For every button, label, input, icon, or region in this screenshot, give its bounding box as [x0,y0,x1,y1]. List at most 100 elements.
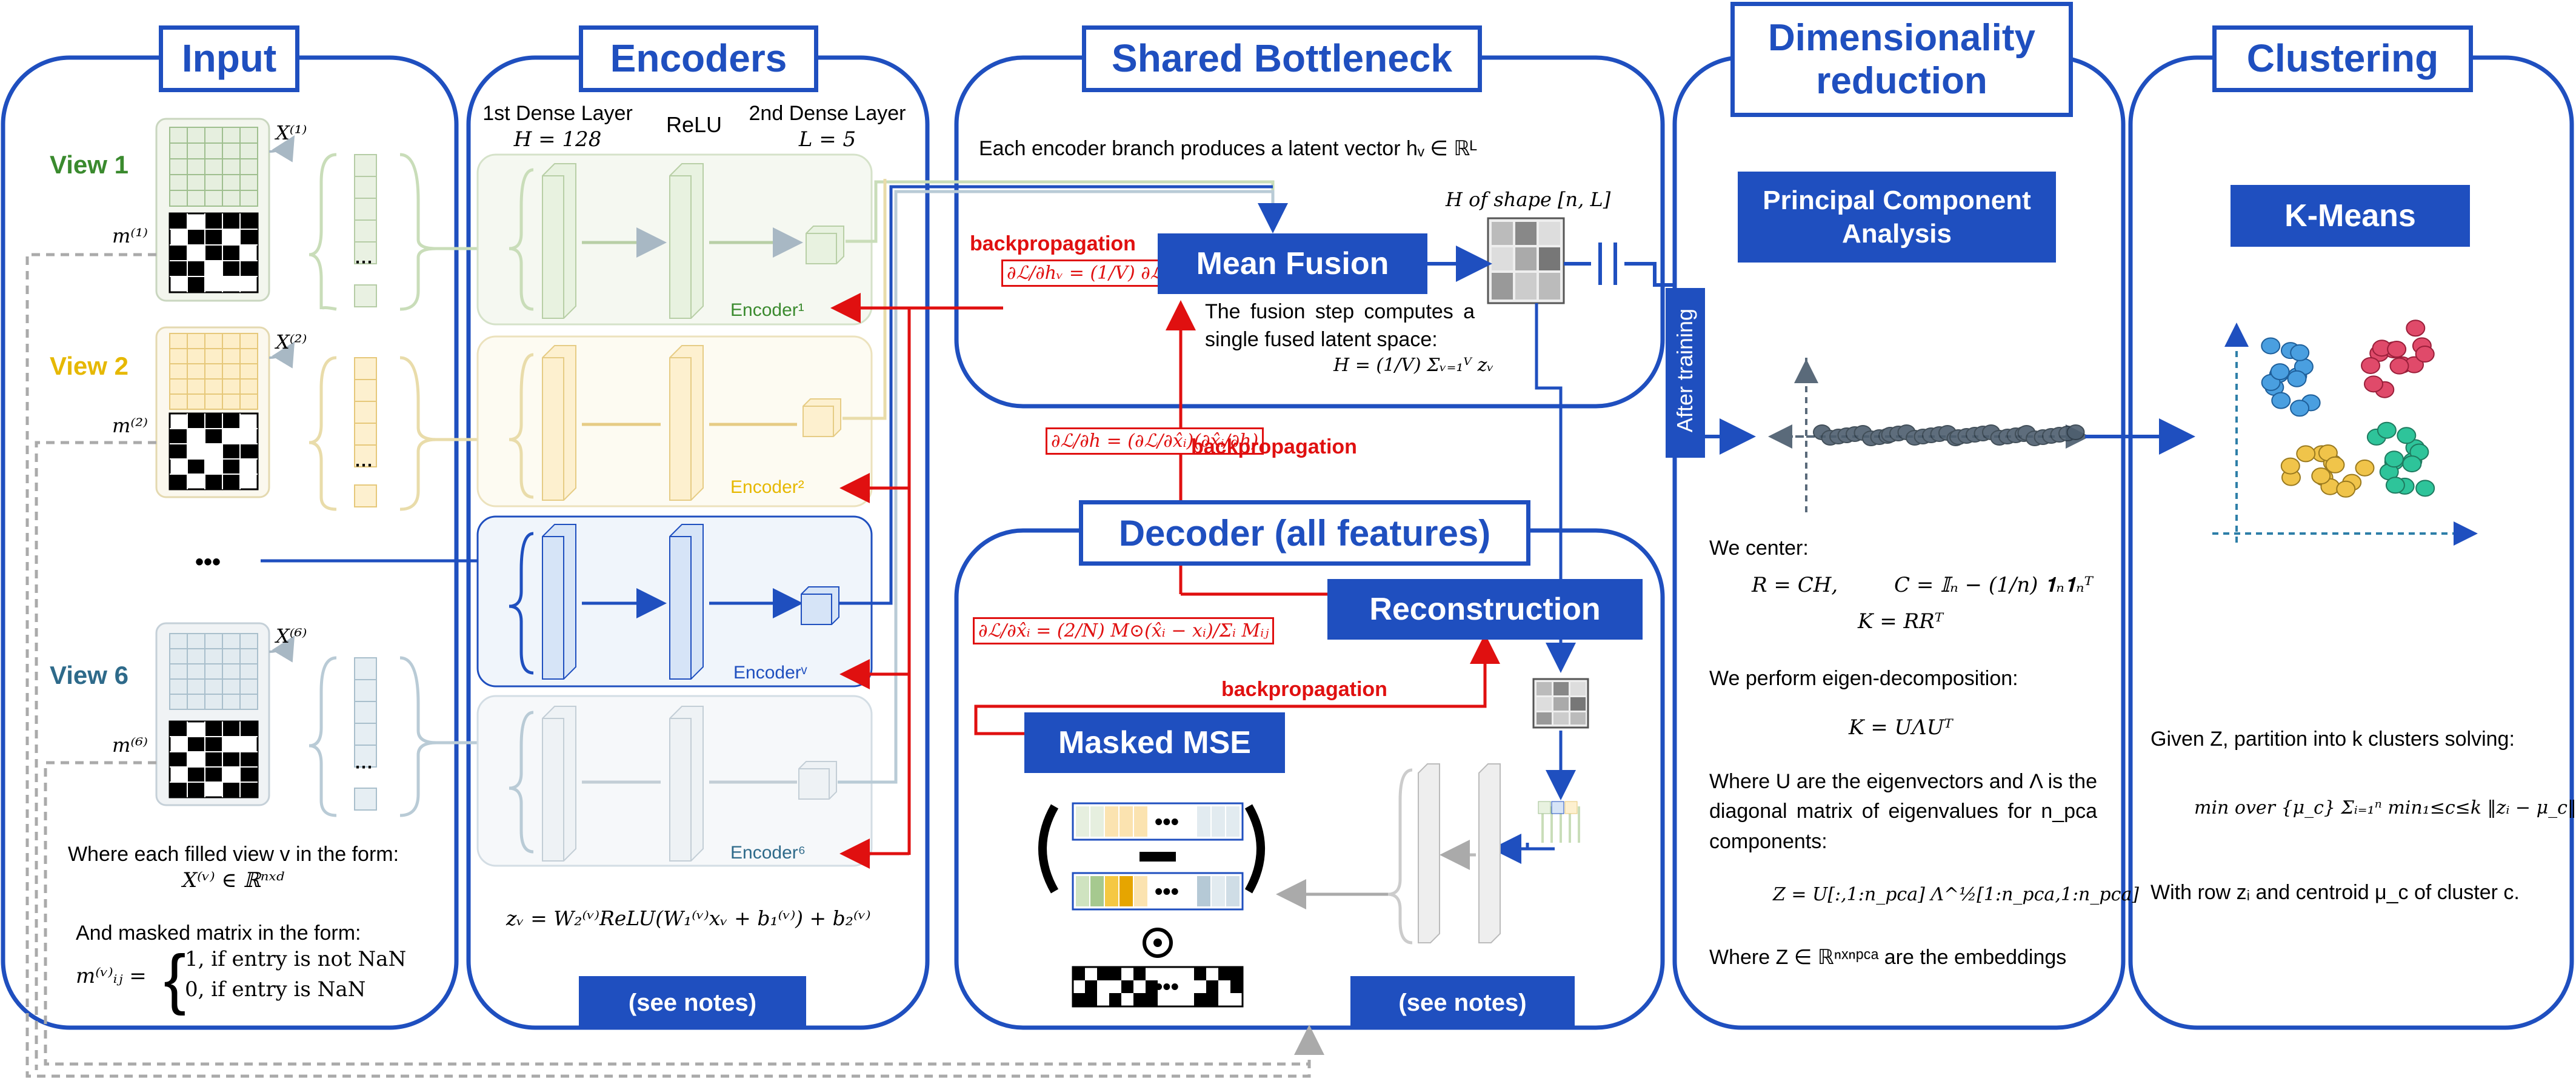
grad-mse-formula: ∂ℒ/∂x̂ᵢ = (2/N) M⊙(x̂ᵢ − xᵢ)/Σᵢ Mᵢⱼ [973,617,1275,644]
view6-group [155,622,437,817]
input-title: Input [159,25,299,92]
view6-column-vectors [354,657,377,811]
center-eq1: R = CH, [1752,573,1838,597]
cluster-point [2290,400,2310,417]
view-ellipsis: ••• [195,549,221,575]
clustering-desc: Given Z, partition into k clusters solvi… [2151,728,2515,751]
encoder1-label: Encoder¹ [730,300,804,320]
layer2-dim: L = 5 [798,127,856,152]
encoderv-label: Encoderᵛ [733,663,807,683]
encoder2-layer2 [669,345,704,501]
cluster-axes [2212,323,2478,546]
cluster-point [2280,457,2300,475]
col-dots-1: ⋯ [355,252,373,272]
mask-brace: { [164,942,186,1016]
decoder-output-bracket [1387,768,1413,945]
eigen-label: We perform eigen-decomposition: [1709,667,2018,690]
fusion-desc: The fusion step computes a single fused … [1205,300,1475,351]
encoder-formula: zᵥ = W₂⁽ᵛ⁾ReLU(W₁⁽ᵛ⁾xᵥ + b₁⁽ᵛ⁾) + b₂⁽ᵛ⁾ [506,906,871,930]
fusion-eq: H = (1/V) Σᵥ₌₁ⱽ zᵥ [1333,355,1494,376]
x1-label: X⁽¹⁾ [276,121,307,144]
encoderv-latent-cube [801,586,839,625]
x6-label: X⁽⁶⁾ [276,624,307,648]
grad-dec-formula: ∂ℒ/∂h = (∂ℒ/∂x̂ᵢ)(∂x̂ᵢ/∂h) [1046,427,1264,455]
decoder-notes-button[interactable]: (see notes) [1350,976,1575,1029]
view6-label: View 6 [50,661,128,689]
encoder2-label: Encoder² [730,477,804,497]
encoder6-layer1 [542,706,576,862]
kmeans-box: K-Means [2231,185,2470,247]
viewv-to-encoderv-arrow [261,559,509,612]
col-dots-2: ⋯ [355,455,373,475]
cluster-point [2402,455,2422,473]
relu-label: ReLU [666,112,722,137]
view6-data-grid [169,633,258,710]
cluster-point [2384,450,2404,468]
input-desc2: And masked matrix in the form: [76,922,361,945]
cluster-point [2290,344,2310,361]
view2-group [155,326,437,511]
cluster-point [2364,375,2384,393]
view2-column-vectors [354,357,377,507]
encoders-title: Encoders [579,25,818,92]
decoder-title: Decoder (all features) [1079,500,1530,566]
view1-group [155,118,437,311]
cluster-point [2271,392,2291,409]
input-desc1-eq: X⁽ᵛ⁾ ∈ ℝⁿˣᵈ [182,868,285,892]
view6-mask-grid [169,720,259,798]
dimred-title: Dimensionality reduction [1730,2,2073,117]
bottleneck-intro: Each encoder branch produces a latent ve… [979,137,1478,160]
encoder1-layer2 [669,163,704,319]
view1-data-grid [169,127,258,207]
x2-label: X⁽²⁾ [276,330,307,353]
m6-label: m⁽⁶⁾ [112,734,148,757]
encoders-notes-button[interactable]: (see notes) [579,976,806,1029]
clustering-title: Clustering [2212,25,2473,92]
decoder-latent-vectors [1503,801,1580,851]
cluster-point [2397,427,2417,444]
mse-row-dots-2: ••• [1155,879,1179,905]
mask-case2: 0, if entry is NaN [185,977,366,1002]
view2-label: View 2 [50,352,128,380]
mse-backprop [974,634,1500,735]
encoder2-latent-cube [802,398,841,437]
cluster-point [2296,445,2316,463]
h-shape-label: H of shape [n, L] [1446,188,1611,211]
pca-point [2066,424,2085,440]
h-to-decoder-line [1535,303,1576,673]
cluster-point [2415,480,2435,497]
mask-case1: 1, if entry is not NaN [185,947,407,971]
pca-box: Principal Component Analysis [1738,172,2056,263]
mse-illustration [1038,802,1265,1008]
latent-to-fusion-lines [838,179,1288,784]
where-u-text: Where U are the eigenvectors and Λ is th… [1709,770,2097,853]
m2-label: m⁽²⁾ [112,414,148,437]
eigen-eq: K = UΛUᵀ [1849,715,1953,740]
h-to-after-training-line [1564,243,1674,287]
encoderv-layer2 [669,524,704,680]
col-dots-6: ⋯ [355,757,373,777]
m1-label: m⁽¹⁾ [112,224,148,247]
cluster-point [2361,356,2381,374]
mask-dashed-lines [25,253,1324,1078]
mse-row-dots-3: ••• [1155,974,1179,1000]
cluster-point [2270,363,2290,381]
cluster-point [2385,477,2405,494]
view1-mask-grid [169,212,259,293]
pca-points [1813,424,2085,446]
encoderv-layer1 [542,524,576,680]
z-eq: Z = U[:,1:n_pca] Λ^½[1:n_pca,1:n_pca] [1773,884,2139,905]
encoder6-latent-cube [798,761,837,800]
reconstruction-box: Reconstruction [1327,579,1643,640]
cluster-point [2355,459,2375,477]
mean-fusion-box: Mean Fusion [1158,233,1427,294]
view1-label: View 1 [50,150,128,179]
cluster-point [2261,337,2281,355]
cluster-point [2311,467,2331,485]
view2-mask-grid [169,412,259,490]
where-z-text: Where Z ∈ ℝⁿˣⁿᵖᶜᵃ are the embeddings [1709,946,2067,969]
backprop-label-1: backpropagation [970,232,1136,255]
after-training-label: After training [1672,308,1697,433]
masked-mse-box: Masked MSE [1024,712,1285,773]
bottleneck-title: Shared Bottleneck [1082,25,1482,92]
